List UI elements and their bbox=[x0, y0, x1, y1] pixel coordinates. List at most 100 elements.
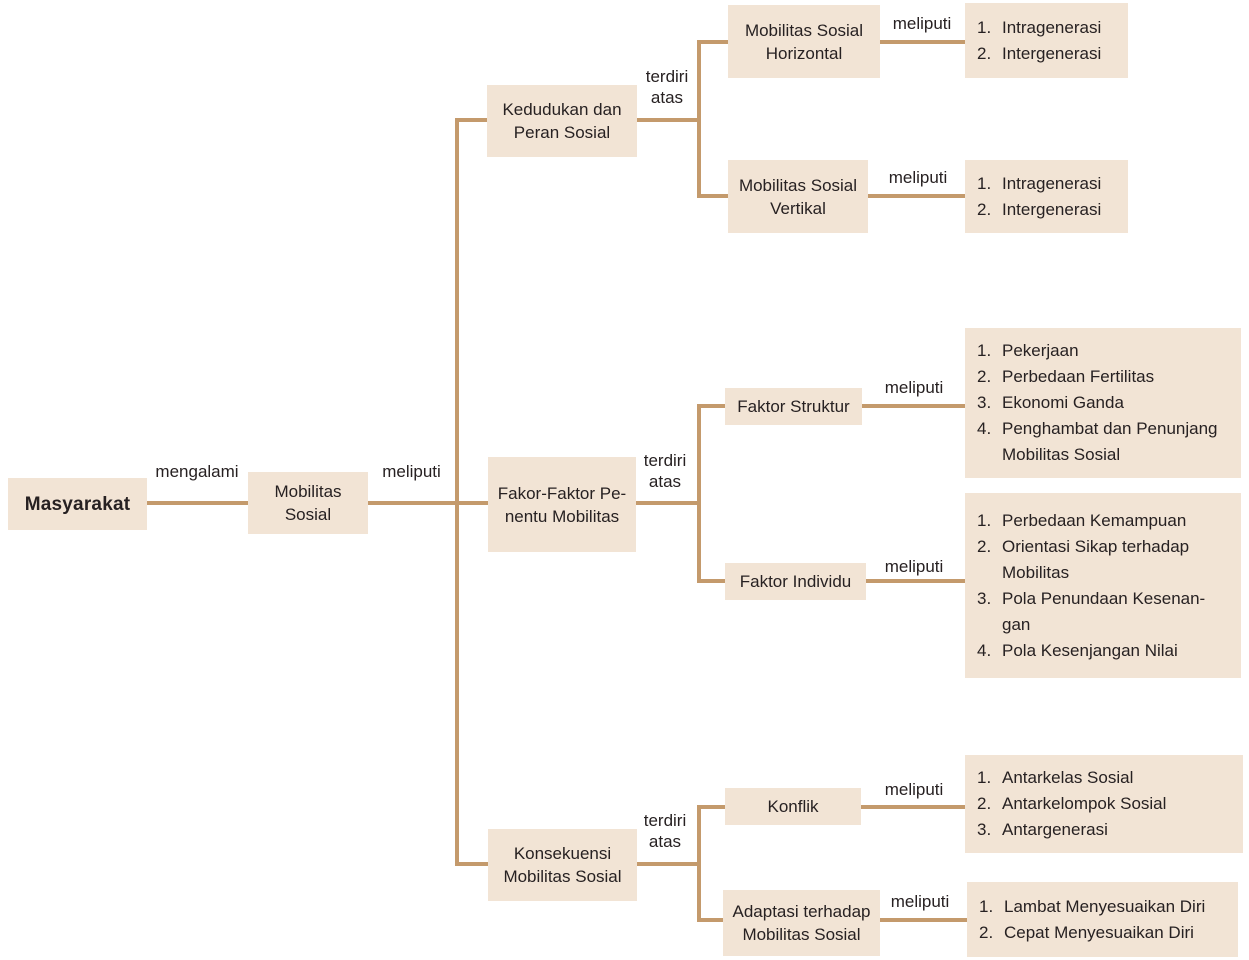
edge-label-meliputi-3b: meliputi bbox=[890, 892, 950, 911]
list-item-number: 4. bbox=[977, 640, 992, 660]
list-adaptasi-items: 1. Lambat Menyesuaikan Diri 2. Cepat Menyes… bbox=[967, 882, 1238, 957]
list-item-text: Intergenerasi bbox=[1002, 199, 1102, 219]
list-mobilitas-horizontal-items: 1. Intragenerasi 2. Intergenerasi bbox=[965, 3, 1128, 78]
list-item-number: 2. bbox=[977, 794, 992, 813]
edge-label-mengalami: mengalami bbox=[155, 462, 239, 481]
node-konsekuensi-mobilitas-sosial: Konsekuensi Mobilitas Sosial bbox=[488, 829, 637, 901]
list-item-text: Antarkelompok Sosial bbox=[1002, 794, 1167, 813]
node-konflik: Konflik bbox=[725, 788, 861, 825]
edge-line-child2b-items bbox=[864, 579, 965, 583]
connector-branch2 bbox=[697, 404, 701, 583]
list-item-text: Intragenerasi bbox=[1002, 17, 1102, 37]
list-item-text: Antargenerasi bbox=[1002, 820, 1108, 839]
list-item: 1.Pekerjaan bbox=[977, 338, 1233, 364]
edge-line-child2a-items bbox=[862, 404, 965, 408]
list-item-text: Orientasi Sikap terhadap Mobilitas bbox=[1002, 536, 1190, 582]
list-item-number: 1. bbox=[977, 173, 992, 193]
edge-line-child2a bbox=[697, 404, 725, 408]
list-faktor-struktur-items: 1.Pekerjaan 2. Perbedaan Fertilitas 3. Ekono… bbox=[965, 328, 1241, 478]
edge-line-branch1-out bbox=[637, 118, 701, 122]
edge-line-child2b bbox=[697, 579, 725, 583]
node-kedudukan-dan-peran-sosial: Kedudukan dan Peran Sosial bbox=[487, 85, 637, 157]
list-item: 4. Penghambat dan Penunjang Mobilitas Sos… bbox=[977, 416, 1233, 468]
list-item-text: Intergenerasi bbox=[1002, 43, 1102, 63]
edge-label-meliputi-1a: meliputi bbox=[892, 14, 952, 33]
edge-line-branch3 bbox=[455, 862, 488, 866]
list-item-text: Perbedaan Fertilitas bbox=[1002, 367, 1155, 386]
list-item-text: Lambat Menyesuaikan Diri bbox=[1004, 896, 1206, 916]
list-item-text: Cepat Menyesuaikan Diri bbox=[1004, 922, 1194, 942]
list-item-number: 2. bbox=[977, 536, 992, 556]
list-item-text: Ekonomi Ganda bbox=[1002, 393, 1124, 412]
edge-line-child3b-items bbox=[880, 918, 967, 922]
list-item-number: 1. bbox=[977, 768, 992, 787]
edge-label-terdiri-atas-2: terdiri atas bbox=[643, 451, 687, 491]
list-item: 4. Pola Kesenjangan Nilai bbox=[977, 638, 1233, 664]
trunk-line bbox=[455, 118, 459, 866]
node-faktor-struktur: Faktor Struktur bbox=[725, 388, 862, 425]
list-item-text: Perbedaan Kemampuan bbox=[1002, 510, 1187, 530]
list-item-text: Pekerjaan bbox=[1002, 341, 1079, 360]
edge-line-branch2-out bbox=[636, 501, 701, 505]
list-item-number: 4. bbox=[977, 419, 992, 438]
edge-line-child3a bbox=[697, 805, 725, 809]
edge-line-child1a bbox=[697, 40, 728, 44]
list-item-number: 2. bbox=[977, 199, 992, 219]
list-item: 1. Antarkelas Sosial bbox=[977, 765, 1235, 791]
list-item-number: 3. bbox=[977, 393, 992, 412]
list-item: 3. Antargenerasi bbox=[977, 817, 1235, 843]
list-konflik-items: 1. Antarkelas Sosial 2. Antarkelompok Sosia… bbox=[965, 755, 1243, 853]
list-item: 1. Perbedaan Kemampuan bbox=[977, 508, 1233, 534]
edge-line-child1a-items bbox=[880, 40, 965, 44]
edge-label-meliputi-1b: meliputi bbox=[888, 168, 948, 187]
list-faktor-individu-items: 1. Perbedaan Kemampuan 2. Orientasi Sikap t… bbox=[965, 493, 1241, 678]
list-item: 3. Pola Penundaan Kesenan- gan bbox=[977, 586, 1233, 638]
edge-line-child1b-items bbox=[868, 194, 965, 198]
node-mobilitas-sosial-vertikal: Mobilitas Sosial Vertikal bbox=[728, 160, 868, 233]
edge-label-meliputi-3a: meliputi bbox=[884, 780, 944, 799]
edge-label-meliputi-main: meliputi bbox=[382, 462, 441, 481]
edge-line-branch1 bbox=[455, 118, 487, 122]
edge-line-child1b bbox=[697, 194, 728, 198]
edge-line-child3b bbox=[697, 918, 723, 922]
edge-label-terdiri-atas-1: terdiri atas bbox=[645, 67, 689, 107]
list-item-text: Penghambat dan Penunjang Mobilitas Sosia… bbox=[1002, 419, 1218, 464]
connector-branch1 bbox=[697, 40, 701, 198]
list-item: 2. Orientasi Sikap terhadap Mobilitas bbox=[977, 534, 1233, 586]
list-item-number: 2. bbox=[977, 367, 992, 386]
node-mobilitas-sosial: Mobilitas Sosial bbox=[248, 472, 368, 534]
list-item-text: Antarkelas Sosial bbox=[1002, 768, 1134, 787]
list-item-number: 1. bbox=[977, 510, 992, 530]
list-item-number: 1. bbox=[979, 896, 994, 916]
list-item-number: 1. bbox=[977, 17, 992, 37]
edge-label-meliputi-2a: meliputi bbox=[884, 378, 944, 397]
list-item-number: 3. bbox=[977, 588, 992, 608]
list-item-text: Pola Penundaan Kesenan- gan bbox=[1002, 588, 1206, 634]
node-fakor-faktor-penentu-mobilitas: Fakor-Faktor Pe- nentu Mobilitas bbox=[488, 457, 636, 552]
list-item: 1. Intragenerasi bbox=[977, 15, 1120, 41]
edge-line-child3a-items bbox=[861, 805, 965, 809]
list-item-number: 2. bbox=[979, 922, 994, 942]
list-item: 2. Perbedaan Fertilitas bbox=[977, 364, 1233, 390]
edge-line-branch3-out bbox=[637, 862, 701, 866]
list-item: 2. Intergenerasi bbox=[977, 41, 1120, 67]
node-mobilitas-sosial-horizontal: Mobilitas Sosial Horizontal bbox=[728, 5, 880, 78]
list-item: 1. Lambat Menyesuaikan Diri bbox=[979, 894, 1230, 920]
list-item: 2. Cepat Menyesuaikan Diri bbox=[979, 920, 1230, 946]
edge-label-meliputi-2b: meliputi bbox=[884, 557, 944, 576]
list-item-number: 2. bbox=[977, 43, 992, 63]
list-item: 1. Intragenerasi bbox=[977, 171, 1120, 197]
connector-branch3 bbox=[697, 805, 701, 922]
list-item: 3. Ekonomi Ganda bbox=[977, 390, 1233, 416]
edge-label-terdiri-atas-3: terdiri atas bbox=[643, 811, 687, 851]
node-masyarakat: Masyarakat bbox=[8, 478, 147, 530]
node-adaptasi-terhadap-mobilitas-sosial: Adaptasi terhadap Mobilitas Sosial bbox=[723, 890, 880, 956]
list-item: 2. Antarkelompok Sosial bbox=[977, 791, 1235, 817]
list-item-text: Pola Kesenjangan Nilai bbox=[1002, 640, 1178, 660]
list-item: 2. Intergenerasi bbox=[977, 197, 1120, 223]
list-mobilitas-vertikal-items: 1. Intragenerasi 2. Intergenerasi bbox=[965, 160, 1128, 233]
node-faktor-individu: Faktor Individu bbox=[725, 563, 866, 600]
list-item-number: 3. bbox=[977, 820, 992, 839]
list-item-text: Intragenerasi bbox=[1002, 173, 1102, 193]
